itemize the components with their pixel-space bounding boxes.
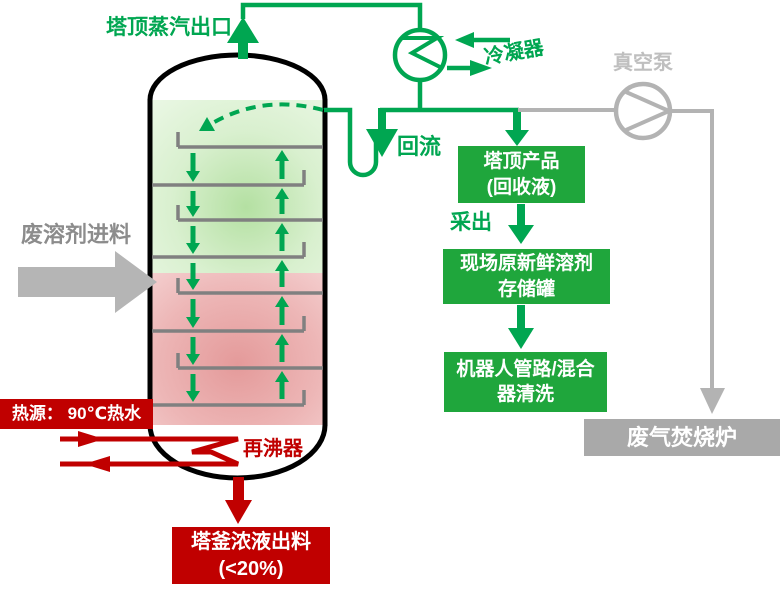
draw-off-label: 采出 (450, 211, 492, 234)
cooling-water-out-arrowhead (470, 60, 492, 76)
vapor-up-arrowhead (275, 223, 289, 234)
column-internals (152, 132, 323, 407)
top-vapor-outlet-label: 塔顶蒸汽出口 (106, 16, 232, 39)
heat-source-label: 热源： 90℃热水 (11, 403, 142, 423)
vapor-up-arrowhead (275, 334, 289, 345)
bottoms-output-line2: (<20%) (218, 557, 284, 580)
overhead-product-arrow-shaft (513, 108, 521, 132)
vapor-pipe (240, 2, 423, 31)
tank-to-cleaning-arrowhead (508, 328, 534, 349)
bottoms-output-line1: 塔釜浓液出料 (191, 531, 311, 554)
reflux-arrow-shaft (378, 108, 386, 130)
vacuum-pump-impeller-icon (625, 90, 674, 132)
hot-water-in-arrowhead (78, 431, 104, 447)
column-tray (152, 316, 306, 333)
overhead-product-line1: 塔顶产品 (483, 151, 560, 173)
fresh-solvent-tank-box: 现场原新鲜溶剂 存储罐 (443, 249, 610, 304)
column-top-dome (147, 52, 328, 101)
vacuum-discharge-line (670, 109, 714, 388)
feed-block-arrow (18, 251, 157, 313)
vapor-up-arrowhead (275, 188, 289, 199)
cooling-water-in-arrowhead (455, 32, 474, 48)
liquid-down-arrowhead (186, 171, 200, 182)
vapor-up-arrowhead (275, 260, 289, 271)
vapor-up-arrowhead (227, 17, 259, 43)
draw-off-arrow-shaft (517, 204, 525, 226)
column-tray (152, 170, 306, 187)
liquid-down-arrowhead (186, 391, 200, 402)
vapor-up-arrowhead (275, 371, 289, 382)
column-tray (176, 205, 323, 222)
robot-cleaning-box: 机器人管路/混合 器清洗 (444, 352, 607, 412)
incinerator-box: 废气焚烧炉 (584, 419, 780, 456)
overhead-product-box: 塔顶产品 (回收液) (458, 146, 585, 203)
reflux-u-seal-pipe (324, 107, 379, 178)
liquid-down-arrowhead (186, 354, 200, 365)
vacuum-pump-icon (613, 81, 673, 141)
reflux-dashed-arrow (209, 102, 324, 126)
robot-cleaning-line1: 机器人管路/混合 (456, 358, 595, 380)
robot-cleaning-line2: 器清洗 (496, 384, 554, 405)
reflux-label: 回流 (397, 134, 442, 159)
liquid-down-arrowhead (186, 243, 200, 254)
reflux-dashed-arrowhead (199, 117, 215, 131)
liquid-down-arrowhead (186, 279, 200, 290)
liquid-down-arrowhead (186, 317, 200, 328)
overhead-product-line2: (回收液) (486, 176, 557, 198)
column-tray (176, 132, 323, 149)
fresh-solvent-tank-line1: 现场原新鲜溶剂 (459, 253, 593, 275)
bottoms-arrowhead (225, 500, 252, 524)
bottoms-arrow-shaft (233, 477, 244, 502)
vapor-up-arrow-shaft (238, 41, 248, 59)
incinerator-label: 废气焚烧炉 (626, 424, 737, 450)
column-tray (152, 390, 306, 407)
column-stripping-section (152, 273, 323, 425)
heat-source-box: 热源： 90℃热水 (0, 399, 153, 429)
distillation-column (147, 52, 328, 481)
reboiler-coil (60, 436, 240, 467)
draw-off-arrowhead (508, 225, 534, 244)
hot-water-out-arrowhead (84, 456, 110, 472)
fresh-solvent-tank-line2: 存储罐 (497, 278, 555, 300)
column-tray (176, 278, 323, 295)
reflux-arrowhead (366, 129, 398, 157)
waste-solvent-feed-label: 废溶剂进料 (21, 222, 132, 247)
vacuum-pump-label: 真空泵 (613, 52, 673, 74)
tank-to-cleaning-arrow-shaft (517, 305, 525, 329)
incinerator-arrowhead (700, 388, 725, 414)
bottoms-output-box: 塔釜浓液出料 (<20%) (172, 527, 330, 584)
liquid-down-arrowhead (186, 206, 200, 217)
overhead-product-arrowhead (505, 130, 529, 146)
condenser-coil-icon (402, 36, 445, 70)
column-tray (152, 242, 306, 259)
reboiler-label: 再沸器 (243, 438, 303, 460)
column-tray (176, 353, 323, 370)
vapor-up-arrowhead (275, 296, 289, 307)
vapor-up-arrowhead (275, 150, 289, 161)
